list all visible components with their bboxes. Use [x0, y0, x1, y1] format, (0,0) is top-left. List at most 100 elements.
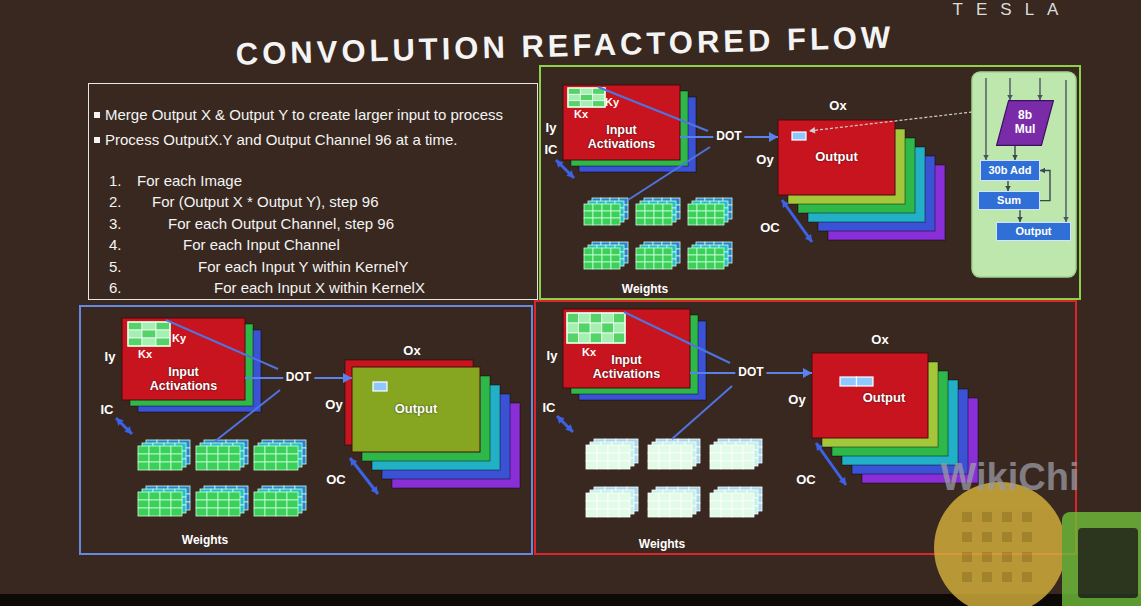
weight-cell: [171, 492, 182, 500]
loop-step: For each Input Y within KernelY: [198, 256, 503, 278]
weight-cell: [254, 508, 265, 516]
weight-cell: [743, 445, 754, 453]
step-number: 4.: [109, 234, 135, 256]
axis-label: Ox: [829, 99, 846, 114]
weight-cell: [710, 445, 721, 453]
axis-label: IC: [101, 403, 114, 418]
logo-square: [1022, 512, 1032, 522]
weight-cell: [611, 211, 620, 218]
weight-cell: [645, 255, 654, 262]
weight-cell: [608, 453, 619, 461]
weight-cell: [706, 262, 715, 269]
weight-cell: [287, 454, 298, 462]
weight-cell: [636, 262, 645, 269]
step-number: 3.: [109, 213, 135, 235]
weight-cell: [171, 500, 182, 508]
weight-cell: [229, 492, 240, 500]
weight-cell: [608, 445, 619, 453]
weight-cell: [138, 454, 149, 462]
weight-cell: [160, 500, 171, 508]
weight-cell: [732, 509, 743, 517]
step-number: 5.: [109, 256, 135, 278]
weight-cell: [654, 255, 663, 262]
pipeline-wire: [1065, 80, 1066, 222]
weight-cell: [171, 508, 182, 516]
weight-cell: [160, 454, 171, 462]
weight-cell: [619, 509, 630, 517]
axis-label: IC: [543, 401, 556, 416]
arrow-head: [803, 368, 812, 378]
weight-cell: [138, 492, 149, 500]
loop-step: For each Image: [137, 170, 503, 192]
weight-cell: [681, 493, 692, 501]
weight-cell: [207, 446, 218, 454]
weight-cell: [645, 204, 654, 211]
weight-cell: [697, 218, 706, 225]
step-number: 6.: [109, 277, 135, 299]
weight-cell: [611, 255, 620, 262]
operation-label: DOT: [713, 129, 744, 145]
weight-cell: [697, 255, 706, 262]
kernel-cell: [579, 333, 591, 343]
weight-cell: [207, 500, 218, 508]
kernel-cell: [568, 94, 580, 100]
weight-cell: [710, 493, 721, 501]
axis-label: Oy: [756, 153, 773, 168]
axis-label: Oy: [788, 393, 805, 408]
weight-cell: [654, 211, 663, 218]
weight-cell: [619, 493, 630, 501]
kernel-cell: [590, 323, 602, 333]
weight-cell: [593, 211, 602, 218]
weight-cell: [697, 262, 706, 269]
weight-cell: [611, 248, 620, 255]
weight-cell: [138, 500, 149, 508]
dimension-line: [556, 160, 574, 178]
weight-cell: [138, 446, 149, 454]
weight-cell: [697, 204, 706, 211]
weight-cell: [196, 492, 207, 500]
weight-cell: [732, 501, 743, 509]
pipeline-panel: [972, 72, 1076, 277]
weight-cell: [688, 262, 697, 269]
tensor-label: Input Activations: [585, 353, 669, 381]
arrow-head: [1037, 95, 1043, 100]
kernel-cell: [579, 313, 591, 323]
weight-cell: [659, 501, 670, 509]
weight-cell: [743, 493, 754, 501]
loop-step: For (Output X * Output Y), step 96: [152, 191, 503, 213]
bullet-text: Process OutputX.Y and Output Channel 96 …: [93, 127, 503, 152]
kernel-cell: [602, 333, 614, 343]
tensor-label: Output: [863, 391, 906, 406]
weight-blocks: [138, 198, 762, 517]
weight-cell: [584, 262, 593, 269]
weight-cell: [619, 461, 630, 469]
weight-cell: [254, 492, 265, 500]
kernel-cell: [613, 313, 625, 323]
loop-step: For each Input Channel: [183, 234, 503, 256]
weight-cell: [654, 218, 663, 225]
weight-cell: [229, 462, 240, 470]
weight-cell: [584, 204, 593, 211]
feed-line: [672, 386, 732, 439]
weight-cell: [229, 454, 240, 462]
arrow-head: [116, 418, 124, 426]
weight-cell: [659, 461, 670, 469]
weight-cell: [207, 508, 218, 516]
dimension-line: [782, 200, 812, 242]
logo-square: [982, 572, 992, 582]
weight-cell: [663, 218, 672, 225]
weight-cell: [586, 453, 597, 461]
pipeline-wires: [809, 78, 1069, 222]
weight-cell: [218, 446, 229, 454]
kernel-outline: [567, 313, 625, 343]
arrow-head: [124, 426, 132, 434]
weight-cell: [149, 508, 160, 516]
weight-cell: [670, 461, 681, 469]
weight-cell: [218, 492, 229, 500]
logo-square: [982, 512, 992, 522]
connector-line: [1040, 171, 1050, 201]
dimension-line: [116, 418, 132, 434]
logo-square: [1022, 572, 1032, 582]
